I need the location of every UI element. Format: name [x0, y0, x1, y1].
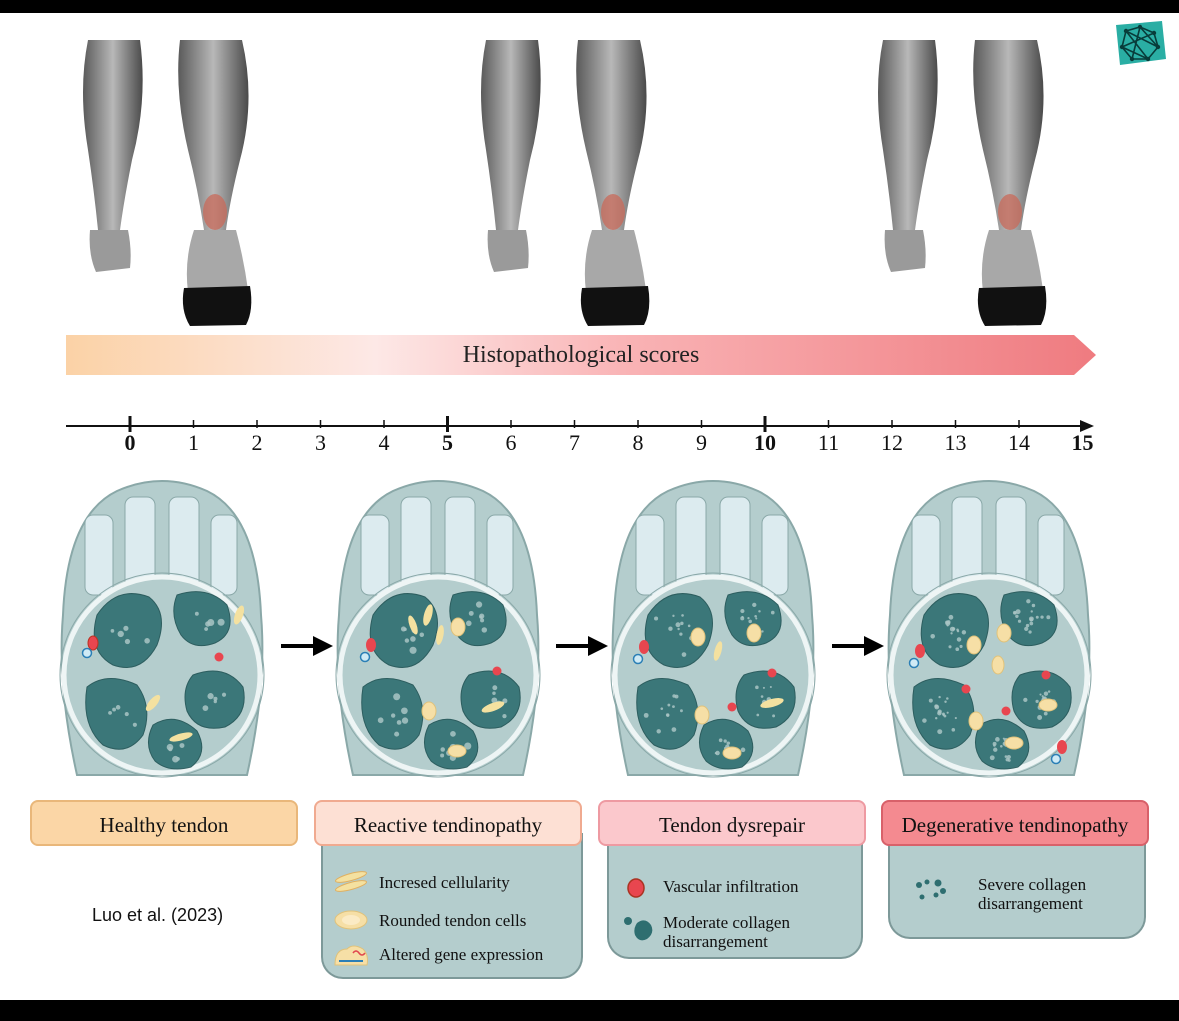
fascicles — [912, 591, 1072, 770]
progression-arrow-1 — [281, 636, 333, 656]
elongated-cells-icon — [335, 871, 367, 892]
tendon-cross-section-degenerative — [886, 480, 1092, 778]
legend-panel-reactive: Incresed cellularity Rounded tendon cell… — [321, 833, 583, 979]
axis-tick-label: 9 — [696, 430, 707, 455]
cells — [632, 623, 784, 760]
score-bar-title: Histopathological scores — [462, 342, 700, 368]
score-gradient-arrow — [66, 335, 1096, 375]
stage-tendon-dysrepair: Tendon dysrepair — [598, 800, 866, 846]
axis-tick-label: 13 — [944, 430, 967, 455]
legend-panel-degenerative: Severe collagen disarrangement — [888, 833, 1146, 939]
legs-photo-2 — [481, 40, 650, 326]
axis-tick-label: 6 — [505, 430, 517, 455]
axis-tick-label: 7 — [569, 430, 580, 455]
progression-arrow-2 — [556, 636, 608, 656]
legend-moderate-collagen: Moderate collagen disarrangement — [663, 913, 790, 951]
axis-tick-label: 15 — [1071, 430, 1094, 455]
tendon-cross-section-dysrepair — [610, 480, 816, 778]
legend-increased-cellularity: Incresed cellularity — [379, 873, 510, 892]
axis-tick-label: 12 — [881, 430, 903, 455]
axis-tick-label: 8 — [632, 430, 644, 455]
stage-reactive-tendinopathy: Reactive tendinopathy — [314, 800, 582, 846]
axis-tick-label: 3 — [315, 430, 326, 455]
cells — [81, 605, 245, 742]
axis-tick-label: 2 — [251, 430, 263, 455]
vascular-infiltration-icon — [627, 878, 645, 898]
stage-healthy-tendon: Healthy tendon — [30, 800, 298, 846]
legend-panel-dysrepair: Vascular infiltration Moderate collagen … — [607, 833, 863, 959]
citation: Luo et al. (2023) — [92, 905, 224, 925]
legend-vascular-infiltration: Vascular infiltration — [663, 877, 799, 896]
network-logo-icon — [1116, 21, 1166, 65]
rounded-cell-icon — [334, 910, 368, 930]
legend-severe-collagen: Severe collagen disarrangement — [978, 875, 1087, 913]
axis-tick-label: 10 — [754, 430, 776, 455]
tendon-cross-section-healthy — [59, 480, 265, 778]
legs-photo-1 — [83, 40, 252, 326]
stage-degenerative-tendinopathy: Degenerative tendinopathy — [881, 800, 1149, 846]
axis-tick-label: 11 — [817, 430, 840, 455]
gene-expression-icon — [334, 945, 368, 966]
fascicles — [85, 591, 245, 770]
axis-tick-label: 5 — [442, 430, 453, 455]
legend-altered-gene-expression: Altered gene expression — [379, 945, 544, 964]
legs-photo-3 — [878, 40, 1047, 326]
tendon-cross-section-reactive — [335, 480, 541, 778]
moderate-collagen-icon — [624, 917, 653, 941]
axis-tick-label: 0 — [124, 430, 136, 455]
cells — [908, 623, 1067, 765]
axis-tick-label: 14 — [1008, 430, 1030, 455]
progression-arrow-3 — [832, 636, 884, 656]
cells — [359, 604, 505, 758]
axis-tick-label: 4 — [378, 430, 390, 455]
severe-collagen-icon — [916, 879, 946, 900]
score-axis — [66, 416, 1094, 432]
legend-rounded-cells: Rounded tendon cells — [379, 911, 527, 930]
axis-tick-label: 1 — [188, 430, 199, 455]
